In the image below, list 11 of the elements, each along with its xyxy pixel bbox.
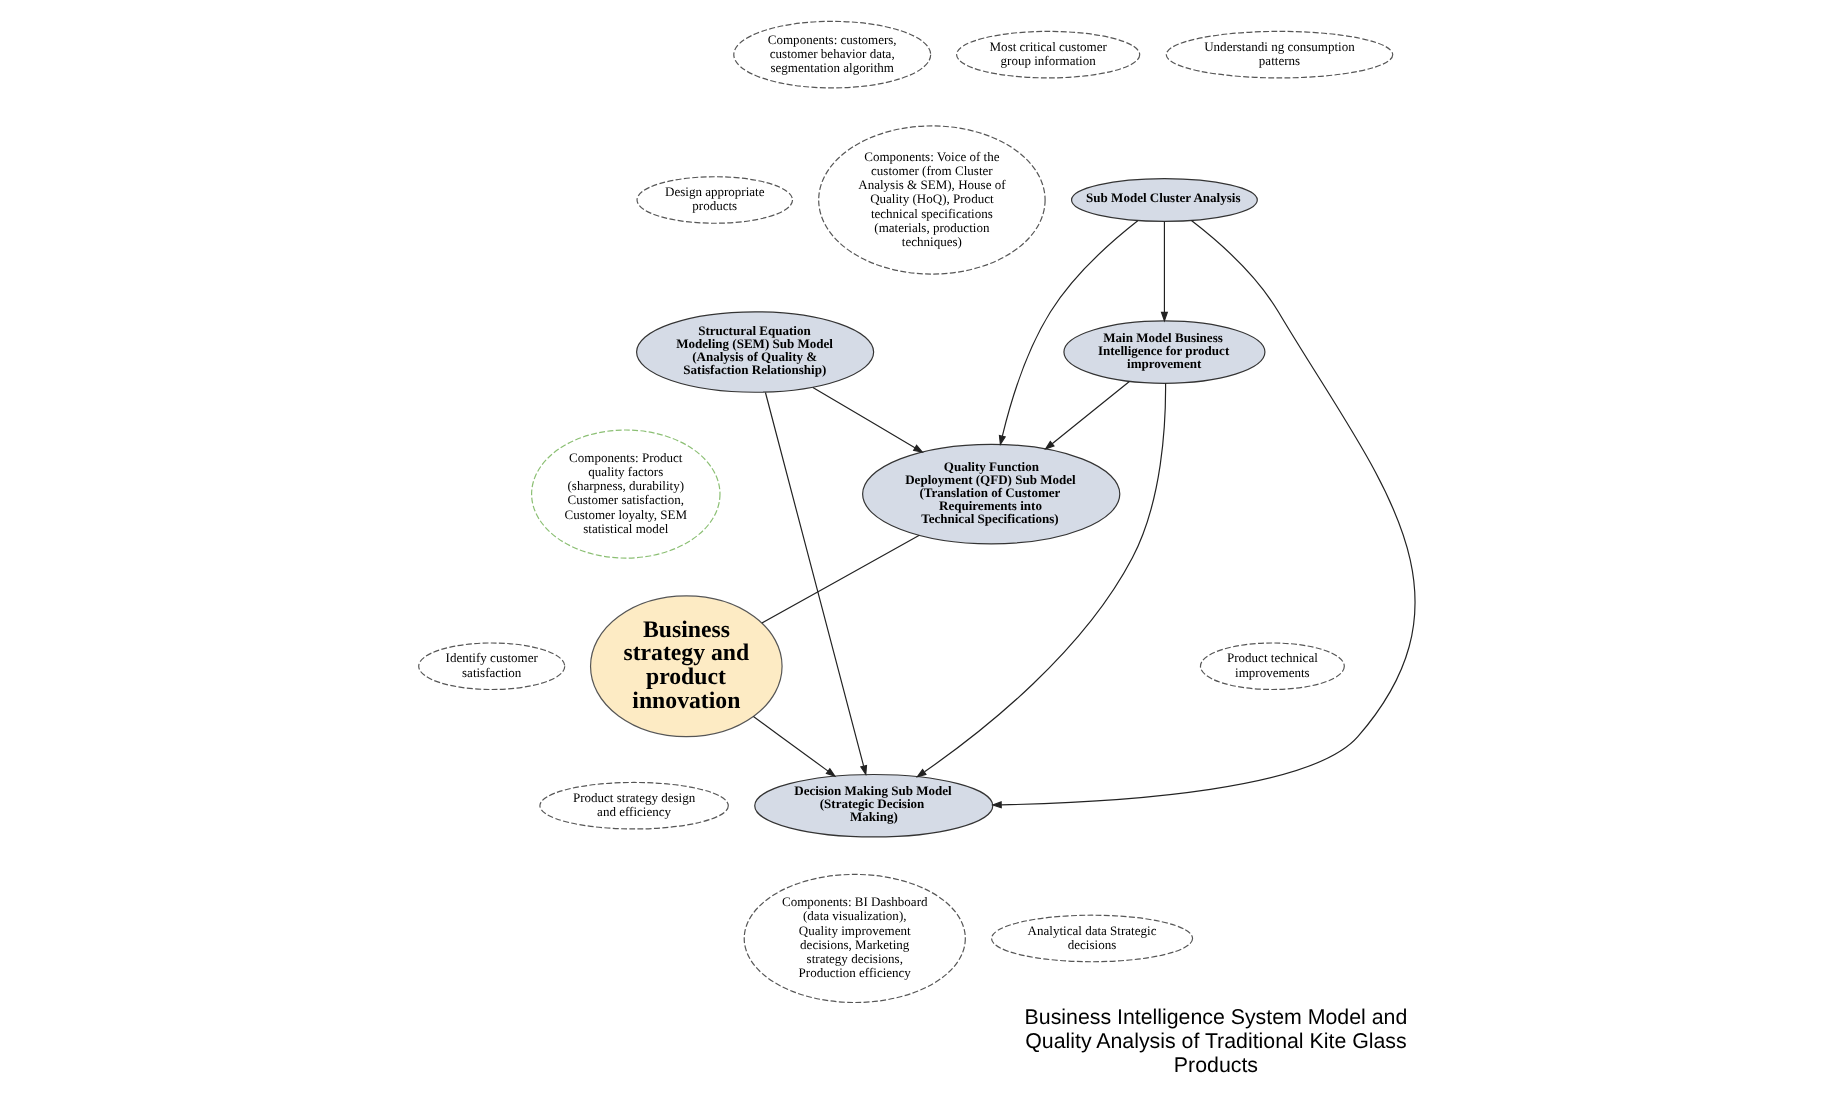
connector	[761, 534, 920, 624]
arrow	[752, 715, 837, 778]
arrow	[1044, 380, 1130, 451]
arrow	[764, 391, 868, 776]
arrow	[998, 220, 1139, 447]
diagram-title: Business Intelligence System Model and Quality Analysis of Traditional Kite Glass Products	[1024, 1006, 1408, 1078]
arrow	[812, 386, 924, 453]
arrow	[1160, 220, 1169, 323]
arrow	[915, 382, 1167, 778]
arrow	[991, 219, 1416, 809]
node-ellipse: Business strategy and product innovation	[589, 595, 783, 738]
